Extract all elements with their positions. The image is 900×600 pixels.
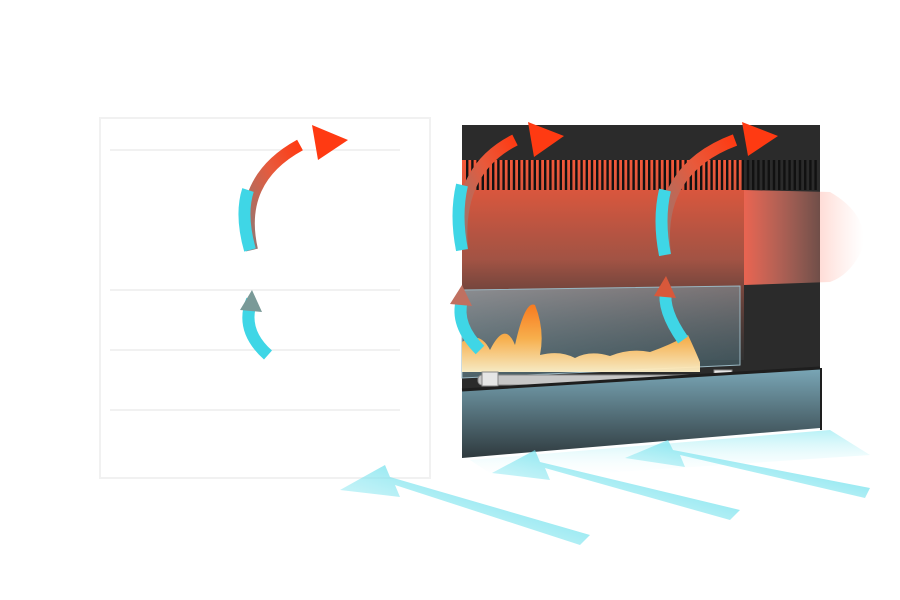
- vent-slot: [512, 160, 516, 190]
- vent-slot: [538, 160, 542, 190]
- vent-slot: [533, 160, 536, 190]
- hot-air-arrow-head: [742, 122, 778, 156]
- vent-slot: [549, 160, 552, 190]
- vent-slot: [798, 160, 802, 190]
- vent-slot: [720, 160, 724, 190]
- vent-slot: [466, 160, 469, 190]
- vent-slot: [523, 160, 526, 190]
- vent-slot: [752, 160, 755, 190]
- vent-slot: [590, 160, 594, 190]
- vent-slot: [507, 160, 510, 190]
- vent-slot: [648, 160, 651, 190]
- vent-slot: [632, 160, 635, 190]
- vent-slot: [486, 160, 490, 190]
- vent-slot: [570, 160, 573, 190]
- vent-slot: [736, 160, 739, 190]
- vent-slot: [627, 160, 630, 190]
- vent-slot: [564, 160, 568, 190]
- cool-air-arrow-head: [450, 285, 472, 306]
- wall-outline: [99, 117, 431, 479]
- vent-slot: [726, 160, 729, 190]
- cool-air-arrow-head: [654, 276, 676, 298]
- vent-slot: [778, 160, 781, 190]
- vent-slot: [616, 160, 620, 190]
- vent-slot: [580, 160, 583, 190]
- vent-slot: [622, 160, 625, 190]
- vent-slot: [663, 160, 666, 190]
- vent-slot: [710, 160, 713, 190]
- vent-slot: [767, 160, 770, 190]
- vent-slot: [544, 160, 547, 190]
- vent-slot: [637, 160, 640, 190]
- vent-slot: [731, 160, 734, 190]
- vent-slot: [518, 160, 521, 190]
- vent-slot: [658, 160, 661, 190]
- vent-slot: [705, 160, 708, 190]
- vent-slot: [788, 160, 791, 190]
- vent-slot: [559, 160, 562, 190]
- side-heat-plume: [744, 190, 864, 285]
- vent-slot: [668, 160, 672, 190]
- fireplace-base: [462, 368, 820, 458]
- vent-slot: [715, 160, 718, 190]
- cool-air-arrow-head: [240, 290, 262, 312]
- vent-slot: [674, 160, 677, 190]
- flame: [462, 304, 700, 372]
- hot-air-arrow: [242, 139, 303, 252]
- vent-slot: [783, 160, 786, 190]
- vent-slot: [554, 160, 557, 190]
- vent-slot: [585, 160, 588, 190]
- hot-air-arrow-head: [312, 125, 348, 160]
- vent-slot: [700, 160, 703, 190]
- vent-slot: [528, 160, 531, 190]
- vent-slot: [809, 160, 812, 190]
- vent-slot: [757, 160, 760, 190]
- vent-slot: [596, 160, 599, 190]
- vent-slot: [746, 160, 750, 190]
- vent-slot: [642, 160, 646, 190]
- arrow-heads: [240, 122, 778, 312]
- vent-slot: [793, 160, 796, 190]
- cool-air-arrows: [340, 440, 870, 545]
- vent-slot: [497, 160, 500, 190]
- vent-slot: [694, 160, 698, 190]
- vent-slot: [804, 160, 807, 190]
- vent-slot: [502, 160, 505, 190]
- cool-air-arrow: [492, 450, 740, 520]
- vent-slot: [575, 160, 578, 190]
- vent-slot: [653, 160, 656, 190]
- vent-slot: [762, 160, 765, 190]
- vent-slot: [814, 160, 817, 190]
- cool-air-arrow: [625, 440, 870, 498]
- vent-slot: [772, 160, 776, 190]
- vent-slot: [492, 160, 495, 190]
- cool-air-arrow: [340, 465, 590, 545]
- vent-slot: [741, 160, 744, 190]
- vent-slot: [606, 160, 609, 190]
- vent-slot: [601, 160, 604, 190]
- hot-air-arrow-head: [528, 122, 564, 157]
- vent-slot: [611, 160, 614, 190]
